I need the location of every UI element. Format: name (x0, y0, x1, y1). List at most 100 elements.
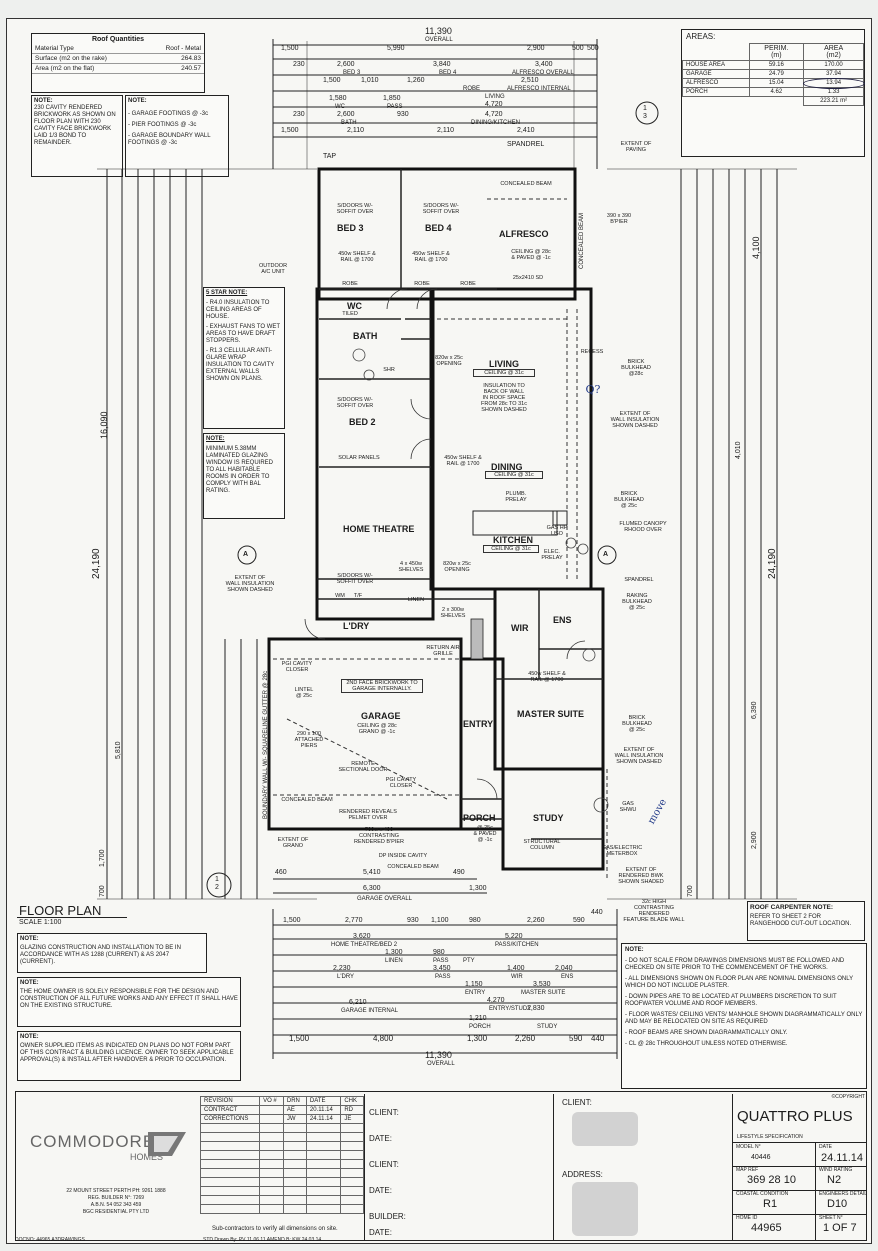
label-outdoor-ac: OUTDOOR A/C UNIT (258, 263, 288, 275)
section-mark-a-left: A (243, 551, 249, 558)
label-bed4-shelf: 450w SHELF & RAIL @ 1700 (412, 251, 450, 263)
label-ext-insulation-3: EXTENT OF WALL INSULATION SHOWN DASHED (614, 747, 664, 765)
rev-cell (340, 1150, 364, 1160)
dim-label: PASS/KITCHEN (495, 942, 539, 948)
label-tiled: TILED (342, 311, 358, 317)
floor-plan-drawing (97, 39, 797, 1059)
rev-cell (305, 1186, 342, 1196)
label-gas-hp: GAS HP USO (546, 525, 568, 537)
label-elec-prelay: ELEC. PRELAY (541, 549, 563, 561)
label-dp-cavity: DP INSIDE CAVITY (378, 853, 428, 859)
room-alfresco: ALFRESCO (499, 229, 549, 239)
label-bed3-shelf: 450w SHELF & RAIL @ 1700 (338, 251, 376, 263)
dim: 440 (591, 909, 603, 916)
glazing-bottom-note-box: NOTE: GLAZING CONSTRUCTION AND INSTALLAT… (17, 933, 207, 973)
dim-label: SPANDREL (507, 141, 545, 148)
model-label: MODEL N° (736, 1144, 761, 1150)
rev-header: DATE (305, 1096, 342, 1106)
label-plumb-prelay: PLUMB. PRELAY (505, 491, 527, 503)
star-note-item-text: R4.0 INSULATION TO CEILING AREAS OF HOUS… (206, 300, 270, 320)
section-mark-1-2: 1 2 (215, 876, 219, 891)
rev-cell (282, 1204, 307, 1214)
label-ext-insulation-1: EXTENT OF WALL INSULATION SHOWN DASHED (610, 411, 660, 429)
right-note-item-text: DO NOT SCALE FROM DRAWINGS DIMENSIONS MU… (625, 958, 845, 971)
dim-label: STUDY (537, 1024, 558, 1030)
room-study: STUDY (533, 813, 564, 823)
right-note-item: - DOWN PIPES ARE TO BE LOCATED AT PLUMBE… (625, 994, 837, 1007)
dim-overall-bottom: 11,390 (425, 1050, 452, 1060)
dim-label: WC (335, 104, 345, 110)
dim: 2,410 (517, 127, 535, 134)
rev-cell (259, 1141, 284, 1151)
room-entry: ENTRY (463, 719, 494, 729)
field-builder: BUILDER: (369, 1212, 406, 1221)
homeowner-note-text: THE HOME OWNER IS SOLELY RESPONSIBLE FOR… (20, 989, 238, 1009)
rev-cell: CONTRACT (199, 1105, 261, 1115)
dim-label: PORCH (469, 1024, 491, 1030)
label-structural-column: STRUCTURAL COLUMN (523, 839, 561, 851)
dim: 1,500 (283, 917, 301, 924)
rev-cell (305, 1141, 342, 1151)
rev-cell: JE (340, 1114, 364, 1124)
company-logo: COMMODORE HOMES (30, 1132, 190, 1162)
rq-value: Roof - Metal (144, 44, 204, 54)
rev-cell (259, 1105, 284, 1115)
dim: 2,260 (515, 1034, 536, 1043)
rev-cell (340, 1132, 364, 1142)
dim-label: DINING/KITCHEN (471, 120, 521, 126)
rev-cell (282, 1186, 307, 1196)
dim: 1,010 (361, 77, 379, 84)
brick-note-title: NOTE: (34, 98, 53, 104)
star-note-title: 5 STAR NOTE: (206, 290, 248, 296)
dim-left-b: 1,700 (99, 849, 106, 867)
dim-label: ALFRESCO OVERALL (512, 70, 574, 76)
label-gas-shwu: GAS SHWU (619, 801, 637, 813)
table-row (199, 1177, 364, 1187)
address-line: REG. BUILDER N°: 7269 (87, 1195, 145, 1201)
divider (733, 1214, 867, 1215)
label-ht-shelves: 4 x 450w SHELVES (398, 561, 424, 573)
room-wc: WC (347, 301, 362, 311)
room-master-suite: MASTER SUITE (517, 709, 585, 719)
dim-left-overall: 16,090 (99, 411, 109, 439)
roof-quantities-title: Roof Quantities (91, 36, 145, 43)
eng-value: D10 (827, 1198, 848, 1210)
right-notes-box: NOTE: - DO NOT SCALE FROM DRAWINGS DIMEN… (621, 943, 867, 1089)
revision-table: REVISION VO # DRN DATE CHK CONTRACT AE 2… (199, 1096, 364, 1214)
label-robe: ROBE (414, 281, 430, 287)
homeowner-note-box: NOTE: THE HOME OWNER IS SOLELY RESPONSIB… (17, 977, 241, 1027)
home-label: HOME ID (736, 1215, 758, 1221)
room-kitchen: KITCHEN (493, 535, 533, 545)
rev-cell: 20.11.14 (305, 1105, 342, 1115)
owner-supplied-title: NOTE: (20, 1034, 39, 1040)
design-name: QUATTRO PLUS (737, 1108, 853, 1125)
address-redacted (572, 1182, 638, 1236)
dim: 440 (591, 1034, 605, 1043)
label-raking-bulkhead: RAKING BULKHEAD @ 25c (622, 593, 652, 611)
rev-header: CHK (340, 1096, 364, 1106)
wind-value: N2 (827, 1174, 842, 1186)
dim-overall-top-label: OVERALL (425, 37, 453, 43)
rev-cell (340, 1204, 364, 1214)
brick-note-box: NOTE: 230 CAVITY RENDERED BRICKWORK AS S… (31, 95, 123, 177)
dim-garage-a: 460 (275, 869, 287, 876)
address-line: 22 MOUNT STREET PERTH PH: 9261 1888 (66, 1188, 166, 1194)
owner-supplied-note-box: NOTE: OWNER SUPPLIED ITEMS AS INDICATED … (17, 1031, 241, 1081)
dim-garage-c: 490 (453, 869, 465, 876)
right-note-item: - ROOF BEAMS ARE SHOWN DIAGRAMMATICALLY … (625, 1030, 788, 1036)
dim: 1,300 (467, 1034, 488, 1043)
company-name: COMMODORE (30, 1132, 156, 1151)
rev-cell (340, 1186, 364, 1196)
label-bed2-sd: S/DOORS W/- SOFFIT OVER (336, 397, 374, 409)
dim-label: ENTRY (465, 990, 486, 996)
divider (815, 1142, 816, 1240)
rq-value: 264.83 (144, 53, 204, 64)
table-row (199, 1186, 364, 1196)
footings-item: - PIER FOOTINGS @ -3c (128, 122, 197, 128)
rev-cell (259, 1114, 284, 1124)
dim: 1,500 (323, 77, 341, 84)
dim-right-e: 700 (687, 885, 694, 897)
star-note-box: 5 STAR NOTE: - R4.0 INSULATION TO CEILIN… (203, 287, 285, 429)
dim: 1,300 (385, 949, 403, 956)
